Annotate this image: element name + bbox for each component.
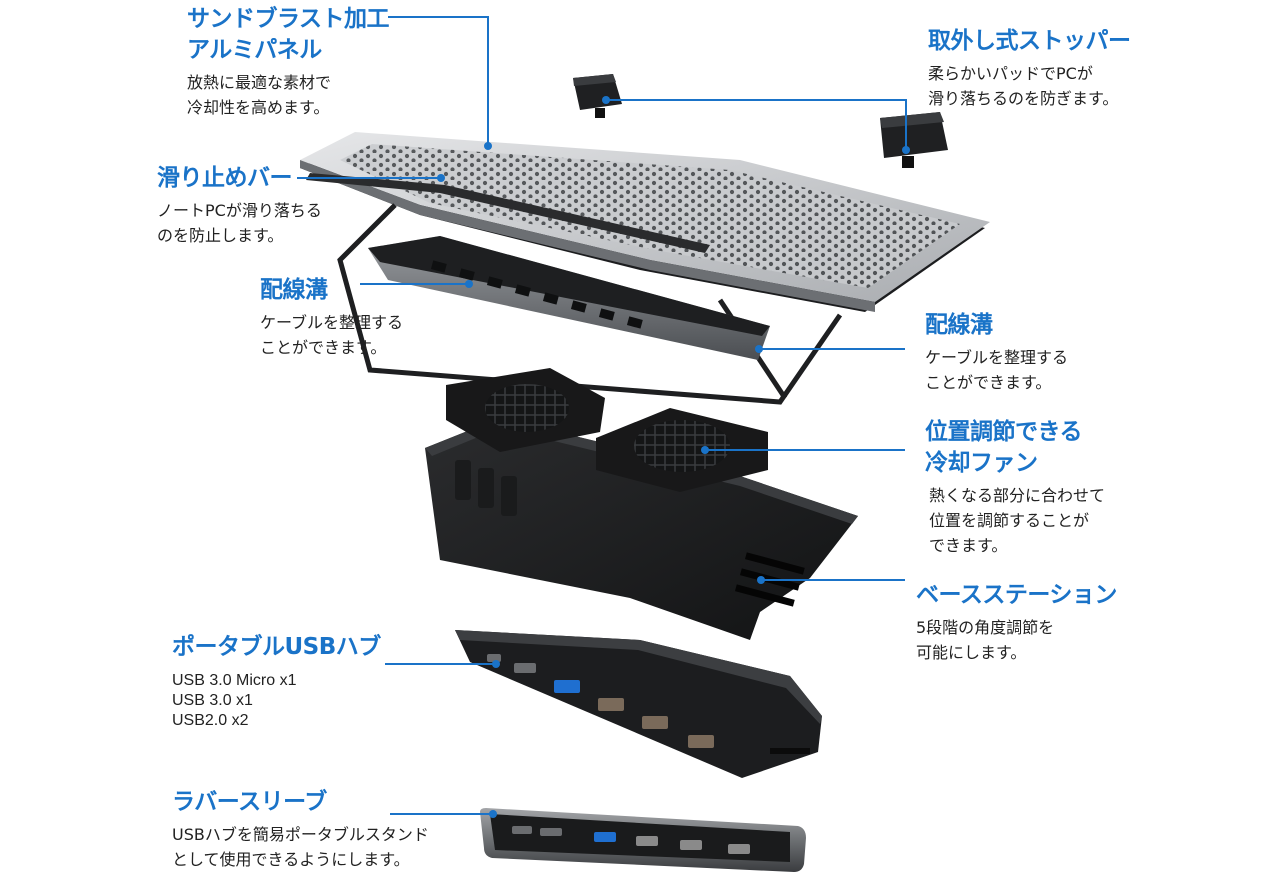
callout-desc: 熱くなる部分に合わせて 位置を調節することが できます。: [929, 483, 1105, 558]
title-line: サンドブラスト加工: [187, 6, 390, 32]
callout-desc: USBハブを簡易ポータブルスタンド として使用できるようにします。: [172, 822, 429, 872]
anti-slip-bar: [306, 173, 710, 253]
desc-line: USB 3.0 x1: [172, 692, 253, 709]
title-line: ベースステーション: [916, 582, 1117, 608]
desc-line: できます。: [929, 536, 1008, 555]
desc-line: 柔らかいパッドでPCが: [928, 64, 1093, 83]
callout-desc: ノートPCが滑り落ちる のを防止します。: [157, 198, 322, 248]
desc-line: 放熱に最適な素材で: [187, 73, 332, 92]
callout-base-station: ベースステーション 5段階の角度調節を 可能にします。: [916, 580, 1117, 665]
desc-line: 位置を調節することが: [929, 511, 1090, 530]
callout-desc: ケーブルを整理する ことができます。: [260, 310, 403, 360]
callout-title: ポータブルUSBハブ: [172, 632, 381, 663]
title-line: 滑り止めバー: [157, 165, 292, 191]
leader-stopper: [606, 99, 907, 148]
callout-aluminum-panel: サンドブラスト加工 アルミパネル 放熱に最適な素材で 冷却性を高めます。: [187, 4, 390, 120]
callout-title: ラバースリーブ: [172, 787, 429, 818]
callout-title: サンドブラスト加工 アルミパネル: [187, 4, 390, 66]
usb-hub: [455, 630, 822, 778]
title-line: 冷却ファン: [925, 450, 1038, 476]
desc-line: USB2.0 x2: [172, 712, 249, 729]
callout-usb-hub: ポータブルUSBハブ USB 3.0 Micro x1 USB 3.0 x1 U…: [172, 632, 381, 731]
cooling-fan-right: [596, 408, 768, 492]
desc-line: のを防止します。: [157, 226, 284, 245]
callout-cooling-fan: 位置調節できる 冷却ファン 熱くなる部分に合わせて 位置を調節することが できま…: [925, 417, 1105, 558]
callout-stopper: 取外し式ストッパー 柔らかいパッドでPCが 滑り落ちるのを防ぎます。: [928, 26, 1131, 111]
callout-title: 滑り止めバー: [157, 163, 322, 194]
callout-desc: USB 3.0 Micro x1 USB 3.0 x1 USB2.0 x2: [172, 671, 381, 731]
callout-title: 取外し式ストッパー: [928, 26, 1131, 57]
desc-line: ノートPCが滑り落ちる: [157, 201, 322, 220]
rubber-sleeve: [480, 808, 806, 872]
desc-line: ケーブルを整理する: [925, 348, 1069, 367]
callout-title: 配線溝: [925, 310, 1068, 341]
desc-line: ことができます。: [260, 338, 387, 357]
callout-title: 配線溝: [260, 275, 403, 306]
desc-line: 熱くなる部分に合わせて: [929, 486, 1106, 505]
desc-line: USBハブを簡易ポータブルスタンド: [172, 825, 429, 844]
title-line: 取外し式ストッパー: [928, 28, 1131, 54]
desc-line: 滑り落ちるのを防ぎます。: [928, 89, 1119, 108]
callout-anti-slip-bar: 滑り止めバー ノートPCが滑り落ちる のを防止します。: [157, 163, 322, 248]
callout-cable-groove-right: 配線溝 ケーブルを整理する ことができます。: [925, 310, 1068, 395]
leader-lines: [297, 16, 907, 815]
callout-desc: 柔らかいパッドでPCが 滑り落ちるのを防ぎます。: [928, 61, 1131, 111]
callout-title: ベースステーション: [916, 580, 1117, 611]
title-line: ラバースリーブ: [172, 789, 327, 815]
aluminum-panel: [300, 132, 990, 312]
desc-line: 冷却性を高めます。: [187, 98, 330, 117]
callout-desc: 5段階の角度調節を 可能にします。: [916, 615, 1117, 665]
title-line: 配線溝: [925, 312, 993, 338]
desc-line: ことができます。: [925, 373, 1052, 392]
desc-line: ケーブルを整理する: [260, 313, 404, 332]
title-line: 配線溝: [260, 277, 328, 303]
base-station: [425, 418, 858, 640]
title-line: ポータブルUSBハブ: [172, 634, 381, 660]
desc-line: として使用できるようにします。: [172, 850, 410, 869]
callout-desc: ケーブルを整理する ことができます。: [925, 345, 1068, 395]
leader-dots: [437, 96, 910, 818]
desc-line: 5段階の角度調節を: [916, 618, 1055, 637]
stopper-right: [880, 112, 948, 168]
cooling-fan-left: [446, 368, 605, 452]
desc-line: USB 3.0 Micro x1: [172, 672, 297, 689]
usb-ports: [487, 654, 714, 748]
callout-cable-groove-left: 配線溝 ケーブルを整理する ことができます。: [260, 275, 403, 360]
leader-panel: [388, 16, 489, 144]
stopper-left: [573, 74, 622, 118]
desc-line: 可能にします。: [916, 643, 1027, 662]
callout-title: 位置調節できる 冷却ファン: [925, 417, 1105, 479]
title-line: アルミパネル: [187, 37, 322, 63]
callout-desc: 放熱に最適な素材で 冷却性を高めます。: [187, 70, 389, 120]
title-line: 位置調節できる: [925, 419, 1083, 445]
cable-groove-bar: [368, 236, 770, 360]
callout-rubber-sleeve: ラバースリーブ USBハブを簡易ポータブルスタンド として使用できるようにします…: [172, 787, 429, 872]
